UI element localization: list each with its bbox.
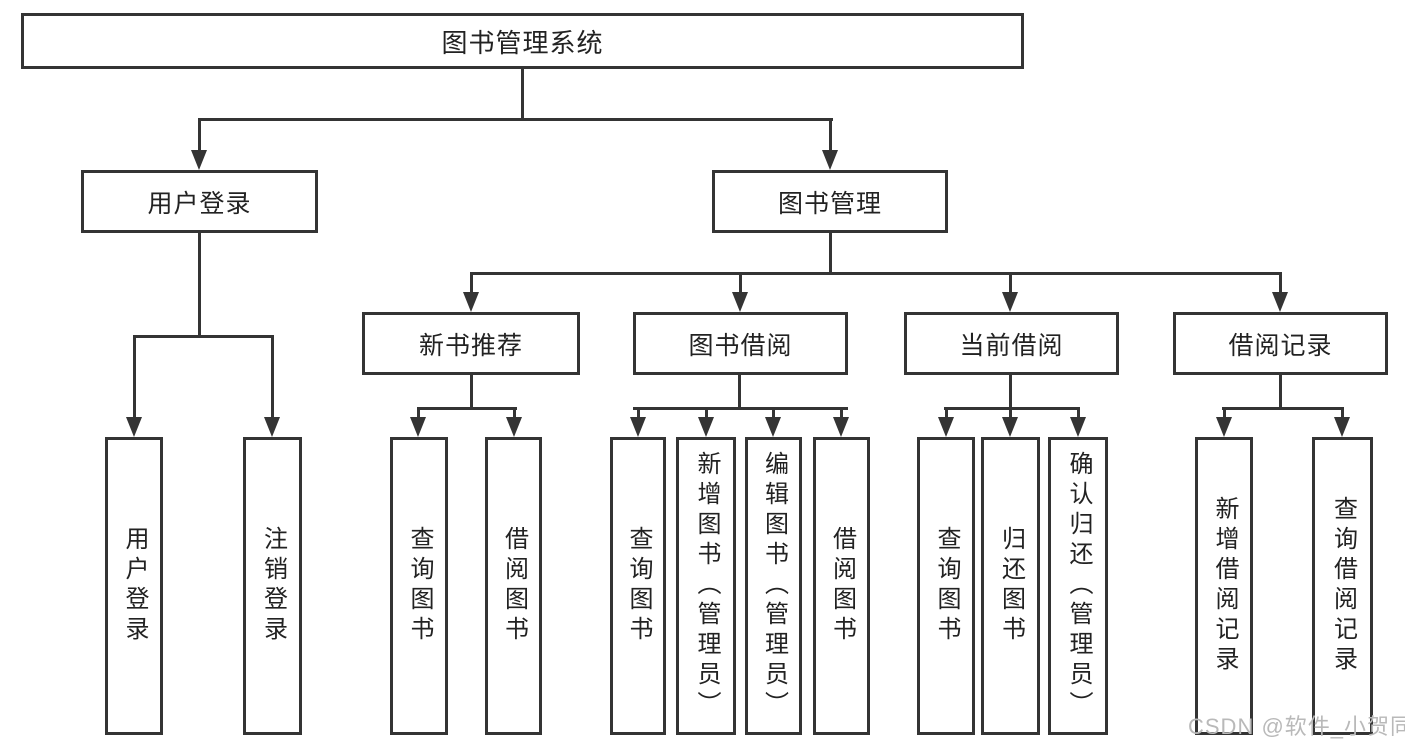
connector-arrow-stem — [1279, 272, 1282, 292]
node-book-management: 图书管理 — [712, 170, 948, 233]
leaf-query-books-recommend: 查询图书 — [390, 437, 448, 735]
connector-arrow-stem — [1077, 407, 1080, 417]
watermark: CSDN @软件_小贺同学 — [1188, 714, 1405, 739]
arrow-down-icon — [1070, 417, 1086, 437]
arrow-down-icon — [630, 417, 646, 437]
connector-arrow-stem — [829, 118, 832, 150]
node-borrow-records: 借阅记录 — [1173, 312, 1388, 375]
connector-bookborrow-horizontal — [633, 407, 848, 410]
node-user-login: 用户登录 — [81, 170, 318, 233]
connector-borrowrecord-horizontal — [1222, 407, 1344, 410]
connector-userlogin-stub — [198, 233, 201, 335]
leaf-query-borrow-record: 查询借阅记录 — [1312, 437, 1373, 735]
node-current-borrowing: 当前借阅 — [904, 312, 1119, 375]
node-label: 查询图书 — [933, 526, 960, 646]
arrow-down-icon — [1334, 417, 1350, 437]
node-book-borrowing: 图书借阅 — [633, 312, 848, 375]
arrow-down-icon — [191, 150, 207, 170]
connector-level3-horizontal — [470, 272, 1282, 275]
node-label: 查询图书 — [625, 526, 652, 646]
arrow-down-icon — [1002, 292, 1018, 312]
leaf-borrow-books-recommend: 借阅图书 — [485, 437, 542, 735]
leaf-return-books: 归还图书 — [981, 437, 1040, 735]
arrow-down-icon — [1272, 292, 1288, 312]
connector-arrow-stem — [513, 407, 516, 417]
connector-userlogin-horizontal — [133, 335, 274, 338]
arrow-down-icon — [410, 417, 426, 437]
connector-arrow-stem — [417, 407, 420, 417]
arrow-down-icon — [938, 417, 954, 437]
node-label: 借阅图书 — [500, 526, 528, 646]
node-label: 新增图书（管理员） — [693, 451, 720, 721]
leaf-logout: 注销登录 — [243, 437, 302, 735]
arrow-down-icon — [822, 150, 838, 170]
leaf-add-book-admin: 新增图书（管理员） — [676, 437, 736, 735]
connector-arrow-stem — [1009, 407, 1012, 417]
connector-bookborrow-stub — [738, 375, 741, 407]
node-label: 图书借阅 — [688, 331, 793, 360]
connector-root-stub — [521, 69, 524, 118]
connector-arrow-stem — [739, 272, 742, 292]
node-label: 用户登录 — [121, 526, 148, 646]
leaf-borrow-books-borrowing: 借阅图书 — [813, 437, 870, 735]
node-label: 图书管理 — [777, 189, 882, 218]
node-label: 确认归还（管理员） — [1065, 451, 1092, 721]
connector-borrowrecord-stub — [1279, 375, 1282, 407]
arrow-down-icon — [833, 417, 849, 437]
node-library-management-system: 图书管理系统 — [21, 13, 1024, 69]
node-label: 图书管理系统 — [441, 27, 604, 58]
leaf-query-books-borrowing: 查询图书 — [610, 437, 666, 735]
connector-arrow-stem — [271, 335, 274, 417]
node-new-book-recommend: 新书推荐 — [362, 312, 580, 375]
leaf-user-login: 用户登录 — [105, 437, 163, 735]
connector-arrow-stem — [772, 407, 775, 417]
connector-arrow-stem — [470, 272, 473, 292]
arrow-down-icon — [463, 292, 479, 312]
connector-level2-horizontal — [198, 118, 833, 121]
connector-currentborrow-stub — [1009, 375, 1012, 407]
connector-arrow-stem — [133, 335, 136, 417]
leaf-query-books-current: 查询图书 — [917, 437, 975, 735]
leaf-confirm-return-admin: 确认归还（管理员） — [1048, 437, 1108, 735]
connector-arrow-stem — [840, 407, 843, 417]
node-label: 注销登录 — [259, 526, 287, 646]
node-label: 当前借阅 — [959, 331, 1064, 360]
connector-arrow-stem — [198, 118, 201, 150]
arrow-down-icon — [264, 417, 280, 437]
node-label: 借阅图书 — [828, 526, 856, 646]
arrow-down-icon — [698, 417, 714, 437]
node-label: 借阅记录 — [1228, 331, 1333, 360]
node-label: 用户登录 — [147, 189, 252, 218]
node-label: 新书推荐 — [418, 331, 523, 360]
arrow-down-icon — [765, 417, 781, 437]
node-label: 查询图书 — [406, 526, 433, 646]
connector-newbook-stub — [470, 375, 473, 407]
arrow-down-icon — [732, 292, 748, 312]
connector-arrow-stem — [1223, 407, 1226, 417]
connector-newbook-horizontal — [417, 407, 517, 410]
connector-arrow-stem — [1009, 272, 1012, 292]
arrow-down-icon — [1216, 417, 1232, 437]
leaf-edit-book-admin: 编辑图书（管理员） — [745, 437, 802, 735]
node-label: 查询借阅记录 — [1329, 496, 1357, 676]
connector-arrow-stem — [637, 407, 640, 417]
node-label: 归还图书 — [997, 526, 1025, 646]
arrow-down-icon — [506, 417, 522, 437]
connector-bookmgmt-stub — [829, 233, 832, 272]
arrow-down-icon — [126, 417, 142, 437]
node-label: 编辑图书（管理员） — [760, 451, 788, 721]
connector-arrow-stem — [945, 407, 948, 417]
arrow-down-icon — [1002, 417, 1018, 437]
leaf-add-borrow-record: 新增借阅记录 — [1195, 437, 1253, 735]
connector-arrow-stem — [705, 407, 708, 417]
node-label: 新增借阅记录 — [1211, 496, 1238, 676]
connector-arrow-stem — [1341, 407, 1344, 417]
